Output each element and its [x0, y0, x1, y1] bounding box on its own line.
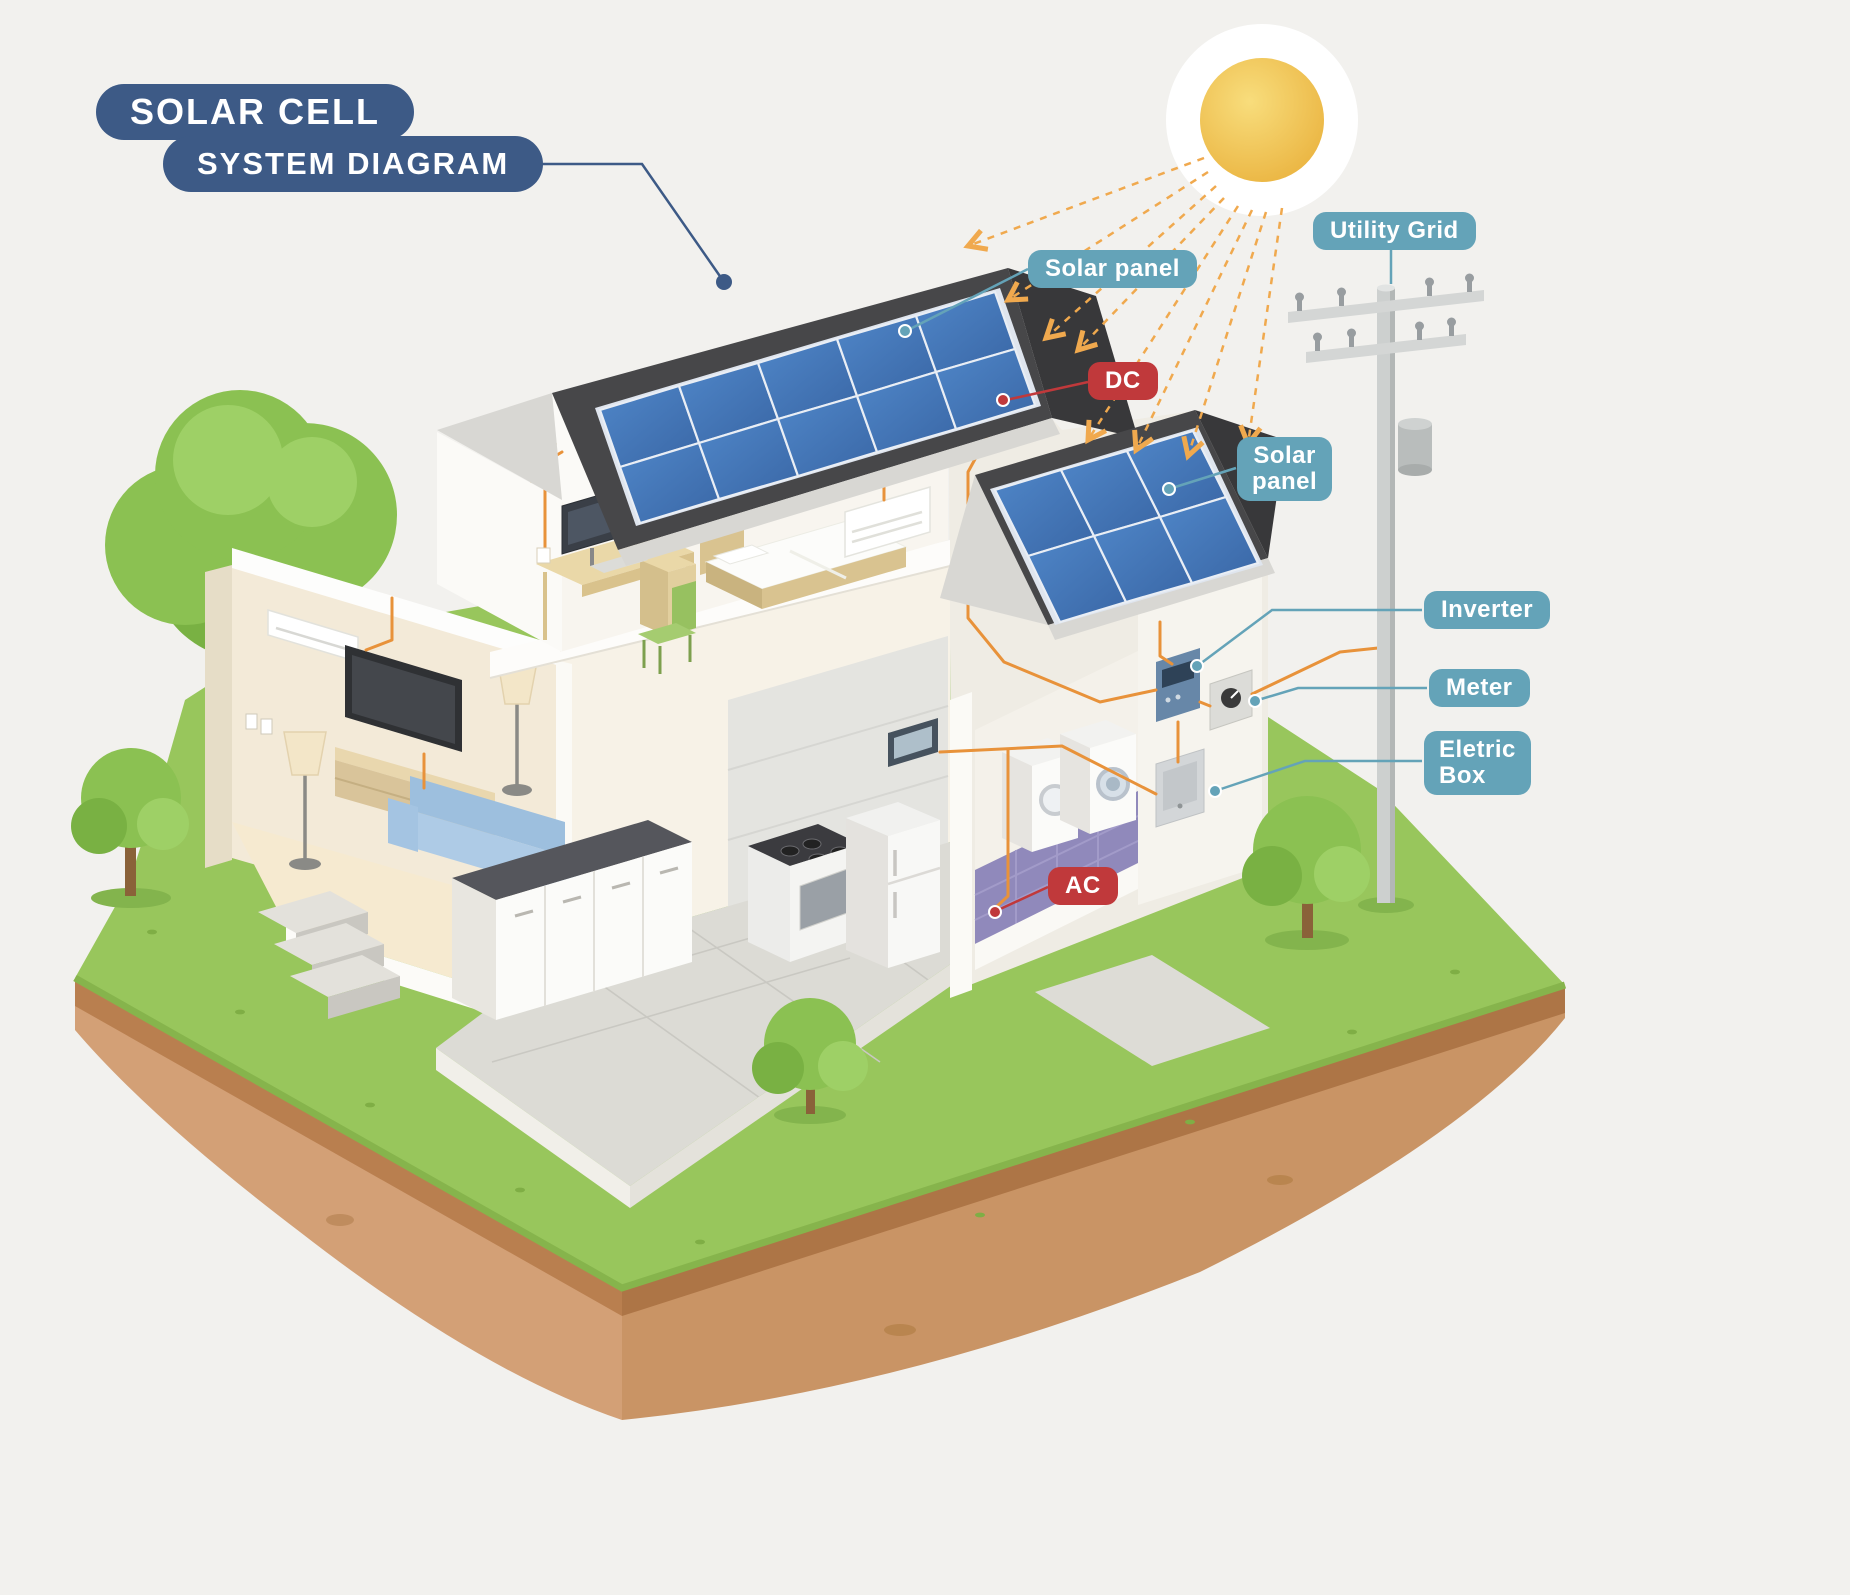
bed	[700, 515, 908, 609]
kitchen	[452, 718, 941, 1020]
label-electric-box-line2: Box	[1439, 762, 1486, 789]
kitchen-counter	[452, 820, 692, 1020]
label-electric-box-line1: Eletric	[1439, 736, 1516, 763]
wall-monitor	[888, 718, 938, 767]
label-solar-panel-main: Solar panel	[1028, 250, 1197, 288]
label-solar-panel-secondary-line1: Solar	[1253, 442, 1316, 469]
transformer	[1398, 418, 1432, 476]
leader-lines	[516, 162, 1427, 919]
solar-cell	[1158, 495, 1260, 585]
label-ac: AC	[1048, 867, 1118, 905]
solar-array-main	[595, 288, 1041, 526]
crossarm-upper	[1288, 273, 1484, 323]
light-switches	[245, 713, 273, 735]
label-electric-box: Eletric Box	[1424, 731, 1531, 795]
label-dc: DC	[1088, 362, 1158, 400]
leader-solar-panel-secondary	[1162, 466, 1237, 496]
leader-solar-panel-main	[898, 267, 1029, 338]
label-inverter: Inverter	[1424, 591, 1551, 629]
utility-wall	[1138, 572, 1262, 905]
tree-large	[105, 390, 397, 687]
floor-lamp-left	[283, 731, 327, 870]
gable-wall	[437, 432, 562, 652]
label-utility-grid: Utility Grid	[1313, 212, 1476, 250]
leader-meter	[1248, 686, 1427, 708]
label-meter: Meter	[1429, 669, 1530, 707]
fridge	[846, 802, 941, 968]
laundry-wall-cut-edge	[950, 692, 972, 998]
leader-dc	[996, 380, 1089, 407]
leader-title	[516, 162, 732, 290]
leader-inverter	[1190, 608, 1422, 673]
front-steps	[258, 891, 400, 1019]
roof-main	[437, 268, 1138, 566]
crossarm-lower	[1306, 317, 1466, 363]
living-room	[245, 608, 580, 892]
stove	[748, 824, 860, 962]
leader-electric-box	[1208, 759, 1422, 798]
dryer	[1060, 720, 1136, 834]
sun	[1166, 24, 1358, 216]
ac-unit-bedroom	[844, 485, 931, 559]
desk-chair	[638, 581, 696, 674]
title-line-2: SYSTEM DIAGRAM	[163, 136, 544, 192]
tree-right	[1242, 796, 1370, 950]
inverter-device	[1156, 648, 1200, 722]
soil-block	[75, 978, 1565, 1420]
leader-ac	[988, 885, 1049, 919]
utility-pole	[1288, 273, 1484, 913]
wall-outlet	[536, 547, 551, 564]
tree-small-left	[71, 748, 189, 908]
label-solar-panel-secondary-line2: panel	[1252, 468, 1318, 495]
electric-box-device	[1155, 748, 1205, 828]
meter-device	[1209, 669, 1253, 731]
label-solar-panel-secondary: Solar panel	[1237, 437, 1333, 501]
tv	[345, 645, 462, 752]
solar-cell	[934, 347, 1037, 431]
bush-front	[752, 998, 868, 1124]
walkway	[1035, 955, 1270, 1066]
title-line-1: SOLAR CELL	[96, 84, 414, 140]
